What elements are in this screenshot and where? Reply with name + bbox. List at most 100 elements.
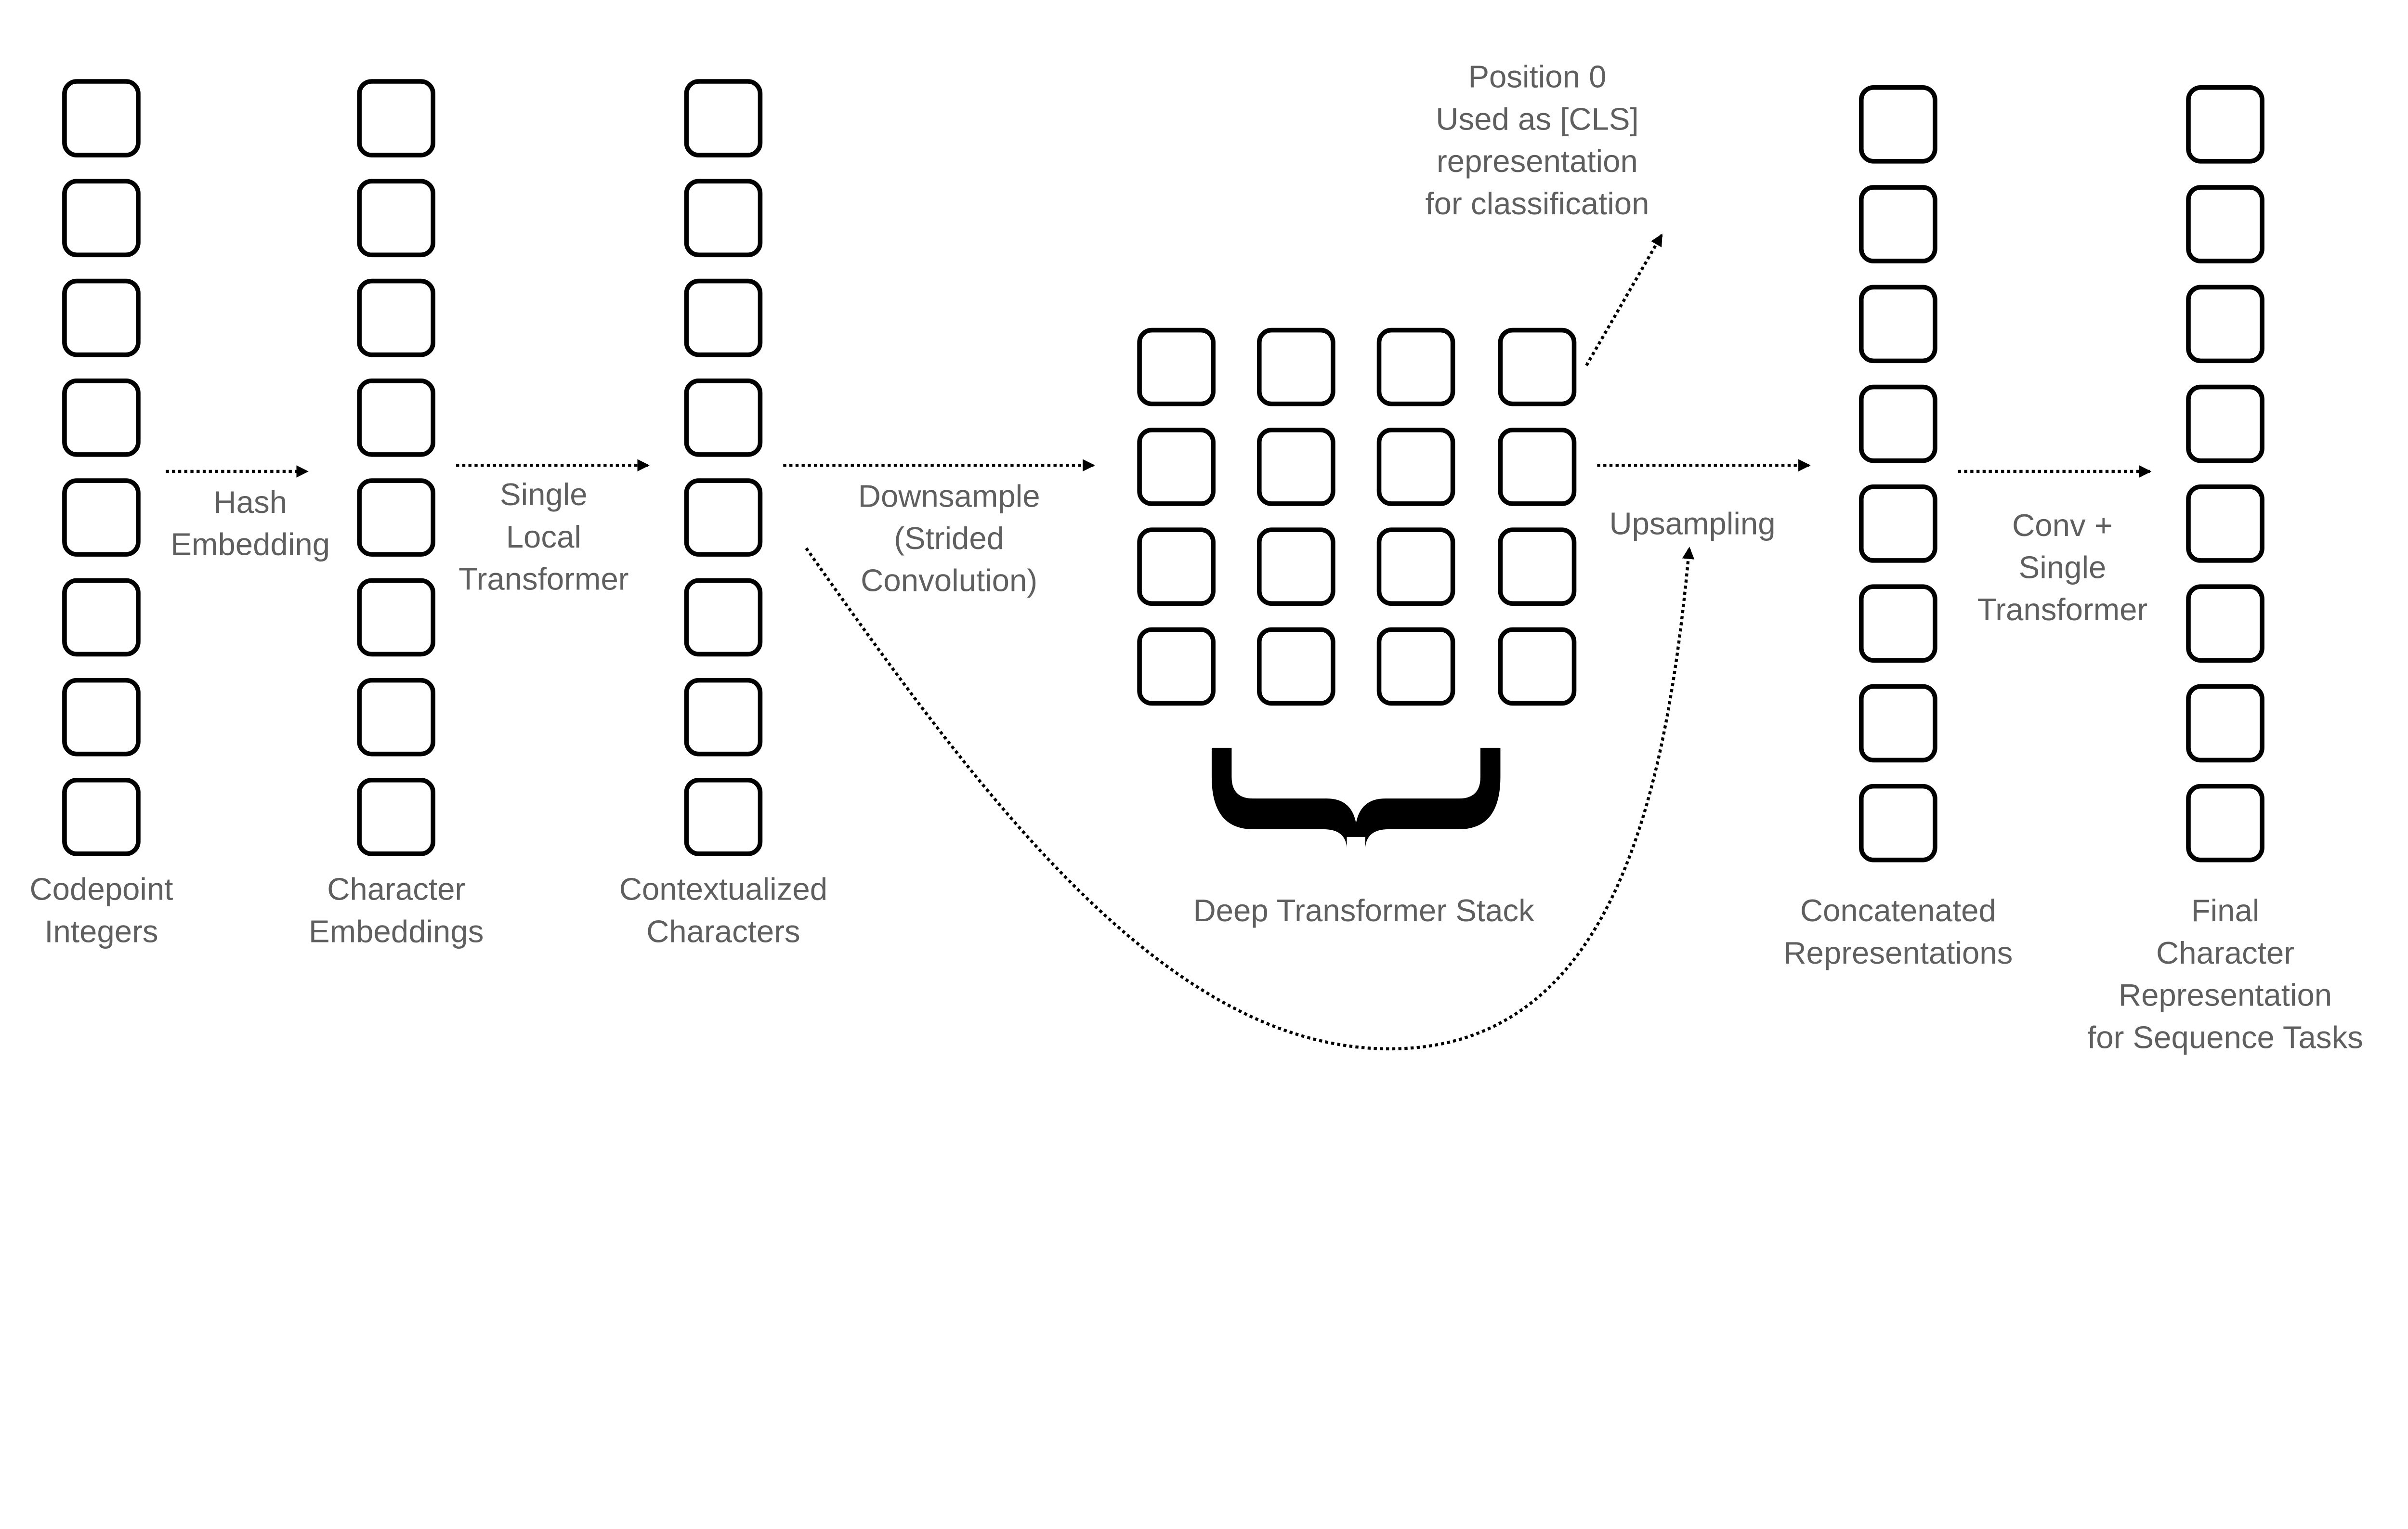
- hash-embedding-label-line: Hash: [213, 484, 287, 520]
- downsample-label-line: Downsample: [858, 478, 1040, 513]
- concatenated-label-line: Representations: [1783, 935, 2013, 970]
- codepoints-label-line: Integers: [44, 914, 158, 949]
- final-label-line: Final: [2191, 893, 2260, 928]
- concatenated-label-line: Concatenated: [1800, 893, 1996, 928]
- final-cell: [2186, 85, 2264, 164]
- deep-stack-cell: [1137, 327, 1216, 406]
- final-cell: [2186, 684, 2264, 763]
- char-embeddings-label-line: Embeddings: [309, 914, 484, 949]
- upsampling-label-line: Upsampling: [1609, 506, 1775, 541]
- codepoints-cell: [62, 778, 141, 856]
- contextualized-cell: [684, 379, 763, 457]
- deep-stack-cell: [1137, 527, 1216, 606]
- char-embeddings-cell: [357, 179, 436, 258]
- deep-stack-cell: [1498, 527, 1577, 606]
- deep-stack-cell: [1498, 327, 1577, 406]
- final-cell: [2186, 784, 2264, 863]
- concatenated-cell: [1859, 784, 1937, 863]
- concatenated-cell: [1859, 85, 1937, 164]
- deep-stack-cell: [1376, 327, 1455, 406]
- contextualized-cell: [684, 278, 763, 357]
- downsample-label-line: (Strided: [894, 521, 1004, 556]
- char-embeddings-cell: [357, 379, 436, 457]
- hash-embedding-label-line: Embedding: [170, 527, 330, 562]
- deep-stack-cell: [1137, 428, 1216, 506]
- final-label-line: Character: [2156, 935, 2294, 970]
- final-cell: [2186, 185, 2264, 263]
- deep-stack-cell: [1376, 527, 1455, 606]
- cls-note-label-line: Used as [CLS]: [1436, 101, 1638, 136]
- deep-stack-cell: [1257, 527, 1335, 606]
- contextualized-cell: [684, 478, 763, 557]
- upsampling-label: Upsampling: [1609, 506, 1775, 541]
- codepoints-cell: [62, 379, 141, 457]
- char-embeddings-cell: [357, 578, 436, 657]
- concatenated-cell: [1859, 584, 1937, 663]
- final-label-line: for Sequence Tasks: [2087, 1019, 2363, 1055]
- contextualized-cell: [684, 778, 763, 856]
- contextualized-cell: [684, 678, 763, 757]
- codepoints-cell: [62, 179, 141, 258]
- final-cell: [2186, 384, 2264, 463]
- char-embeddings-cell: [357, 778, 436, 856]
- final-cell: [2186, 584, 2264, 663]
- cls-arrow: [1585, 234, 1663, 366]
- contextualized-cell: [684, 79, 763, 157]
- deep-stack-cell: [1257, 327, 1335, 406]
- codepoints-cell: [62, 578, 141, 657]
- char-embeddings-cell: [357, 678, 436, 757]
- conv-single-transformer-label-line: Single: [2019, 550, 2107, 585]
- conv-single-transformer-label-line: Conv +: [2012, 508, 2113, 543]
- char-embeddings-cell: [357, 278, 436, 357]
- deep-stack-cell: [1137, 627, 1216, 706]
- conv-single-transformer-label-line: Transformer: [1977, 592, 2147, 627]
- downsample-label-line: Convolution): [861, 563, 1037, 598]
- residual-skip-arrow: [805, 547, 1695, 1051]
- deep-stack-cell: [1376, 428, 1455, 506]
- deep-stack-label-line: Deep Transformer Stack: [1193, 893, 1534, 928]
- concatenated-cell: [1859, 285, 1937, 364]
- cls-note-label-line: Position 0: [1468, 59, 1606, 94]
- deep-stack-cell: [1376, 627, 1455, 706]
- codepoints-cell: [62, 478, 141, 557]
- deep-stack-cell: [1498, 627, 1577, 706]
- single-local-transformer-label-line: Local: [506, 519, 581, 554]
- concatenated-cell: [1859, 484, 1937, 563]
- concatenated-cell: [1859, 384, 1937, 463]
- deep-stack-cell: [1257, 627, 1335, 706]
- deep-stack-label: Deep Transformer Stack: [1193, 893, 1534, 928]
- contextualized-cell: [684, 179, 763, 258]
- contextualized-label-line: Characters: [646, 914, 800, 949]
- concatenated-cell: [1859, 185, 1937, 263]
- codepoints-cell: [62, 79, 141, 157]
- codepoints-cell: [62, 278, 141, 357]
- single-local-transformer-label-line: Single: [500, 477, 588, 512]
- single-local-transformer-label-line: Transformer: [458, 561, 628, 596]
- final-label-line: Representation: [2119, 978, 2332, 1013]
- concatenated-cell: [1859, 684, 1937, 763]
- codepoints-cell: [62, 678, 141, 757]
- char-embeddings-cell: [357, 478, 436, 557]
- char-embeddings-label-line: Character: [327, 872, 465, 907]
- cls-note-label: Position 0 Used as [CLS] representation for…: [1425, 59, 1649, 221]
- deep-stack-brace-icon: [1211, 747, 1501, 848]
- contextualized-cell: [684, 578, 763, 657]
- char-embeddings-cell: [357, 79, 436, 157]
- contextualized-label-line: Contextualized: [619, 872, 827, 907]
- cls-note-label-line: for classification: [1425, 186, 1649, 221]
- final-cell: [2186, 484, 2264, 563]
- deep-stack-cell: [1498, 428, 1577, 506]
- codepoints-label-line: Codepoint: [29, 872, 173, 907]
- deep-stack-cell: [1257, 428, 1335, 506]
- cls-note-label-line: representation: [1437, 144, 1638, 179]
